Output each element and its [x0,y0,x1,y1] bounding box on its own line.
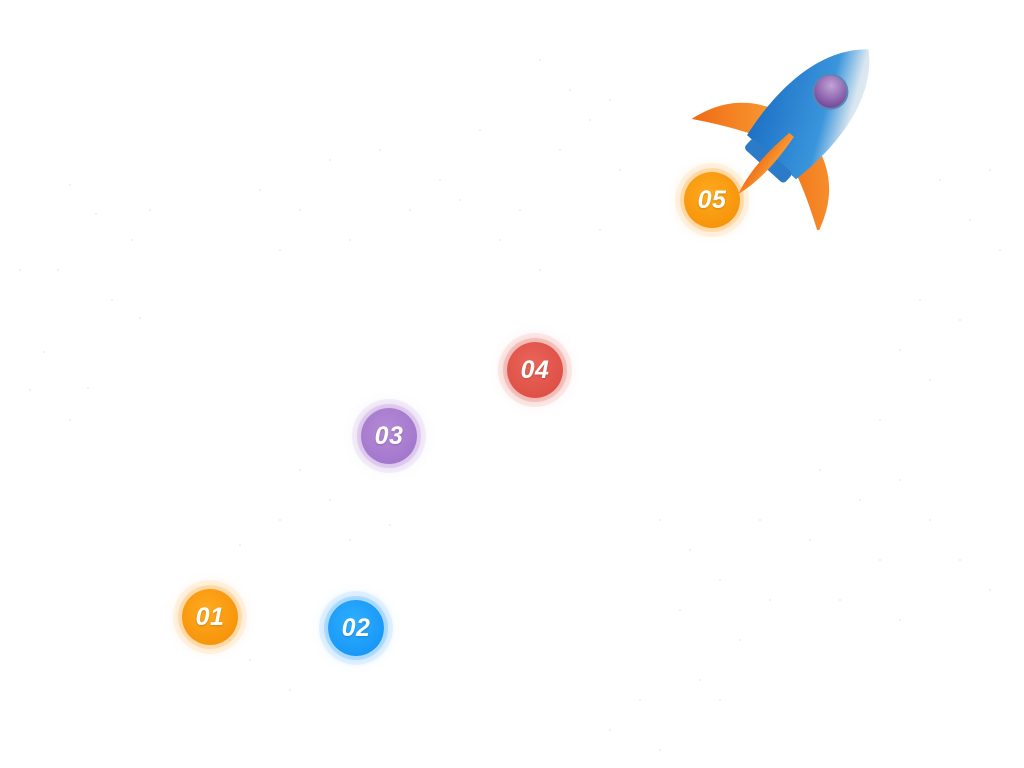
step-label: 05 [697,185,727,214]
step-badge-03: 03 [361,408,417,464]
step-badge-04: 04 [507,342,563,398]
rocket-icon [691,49,870,230]
step-badge-05: 05 [684,172,740,228]
step-label: 02 [341,613,371,642]
step-badge-02: 02 [328,600,384,656]
step-label: 03 [374,421,404,450]
step-badge-01: 01 [182,589,238,645]
step-label: 04 [520,355,550,384]
step-label: 01 [195,602,225,631]
